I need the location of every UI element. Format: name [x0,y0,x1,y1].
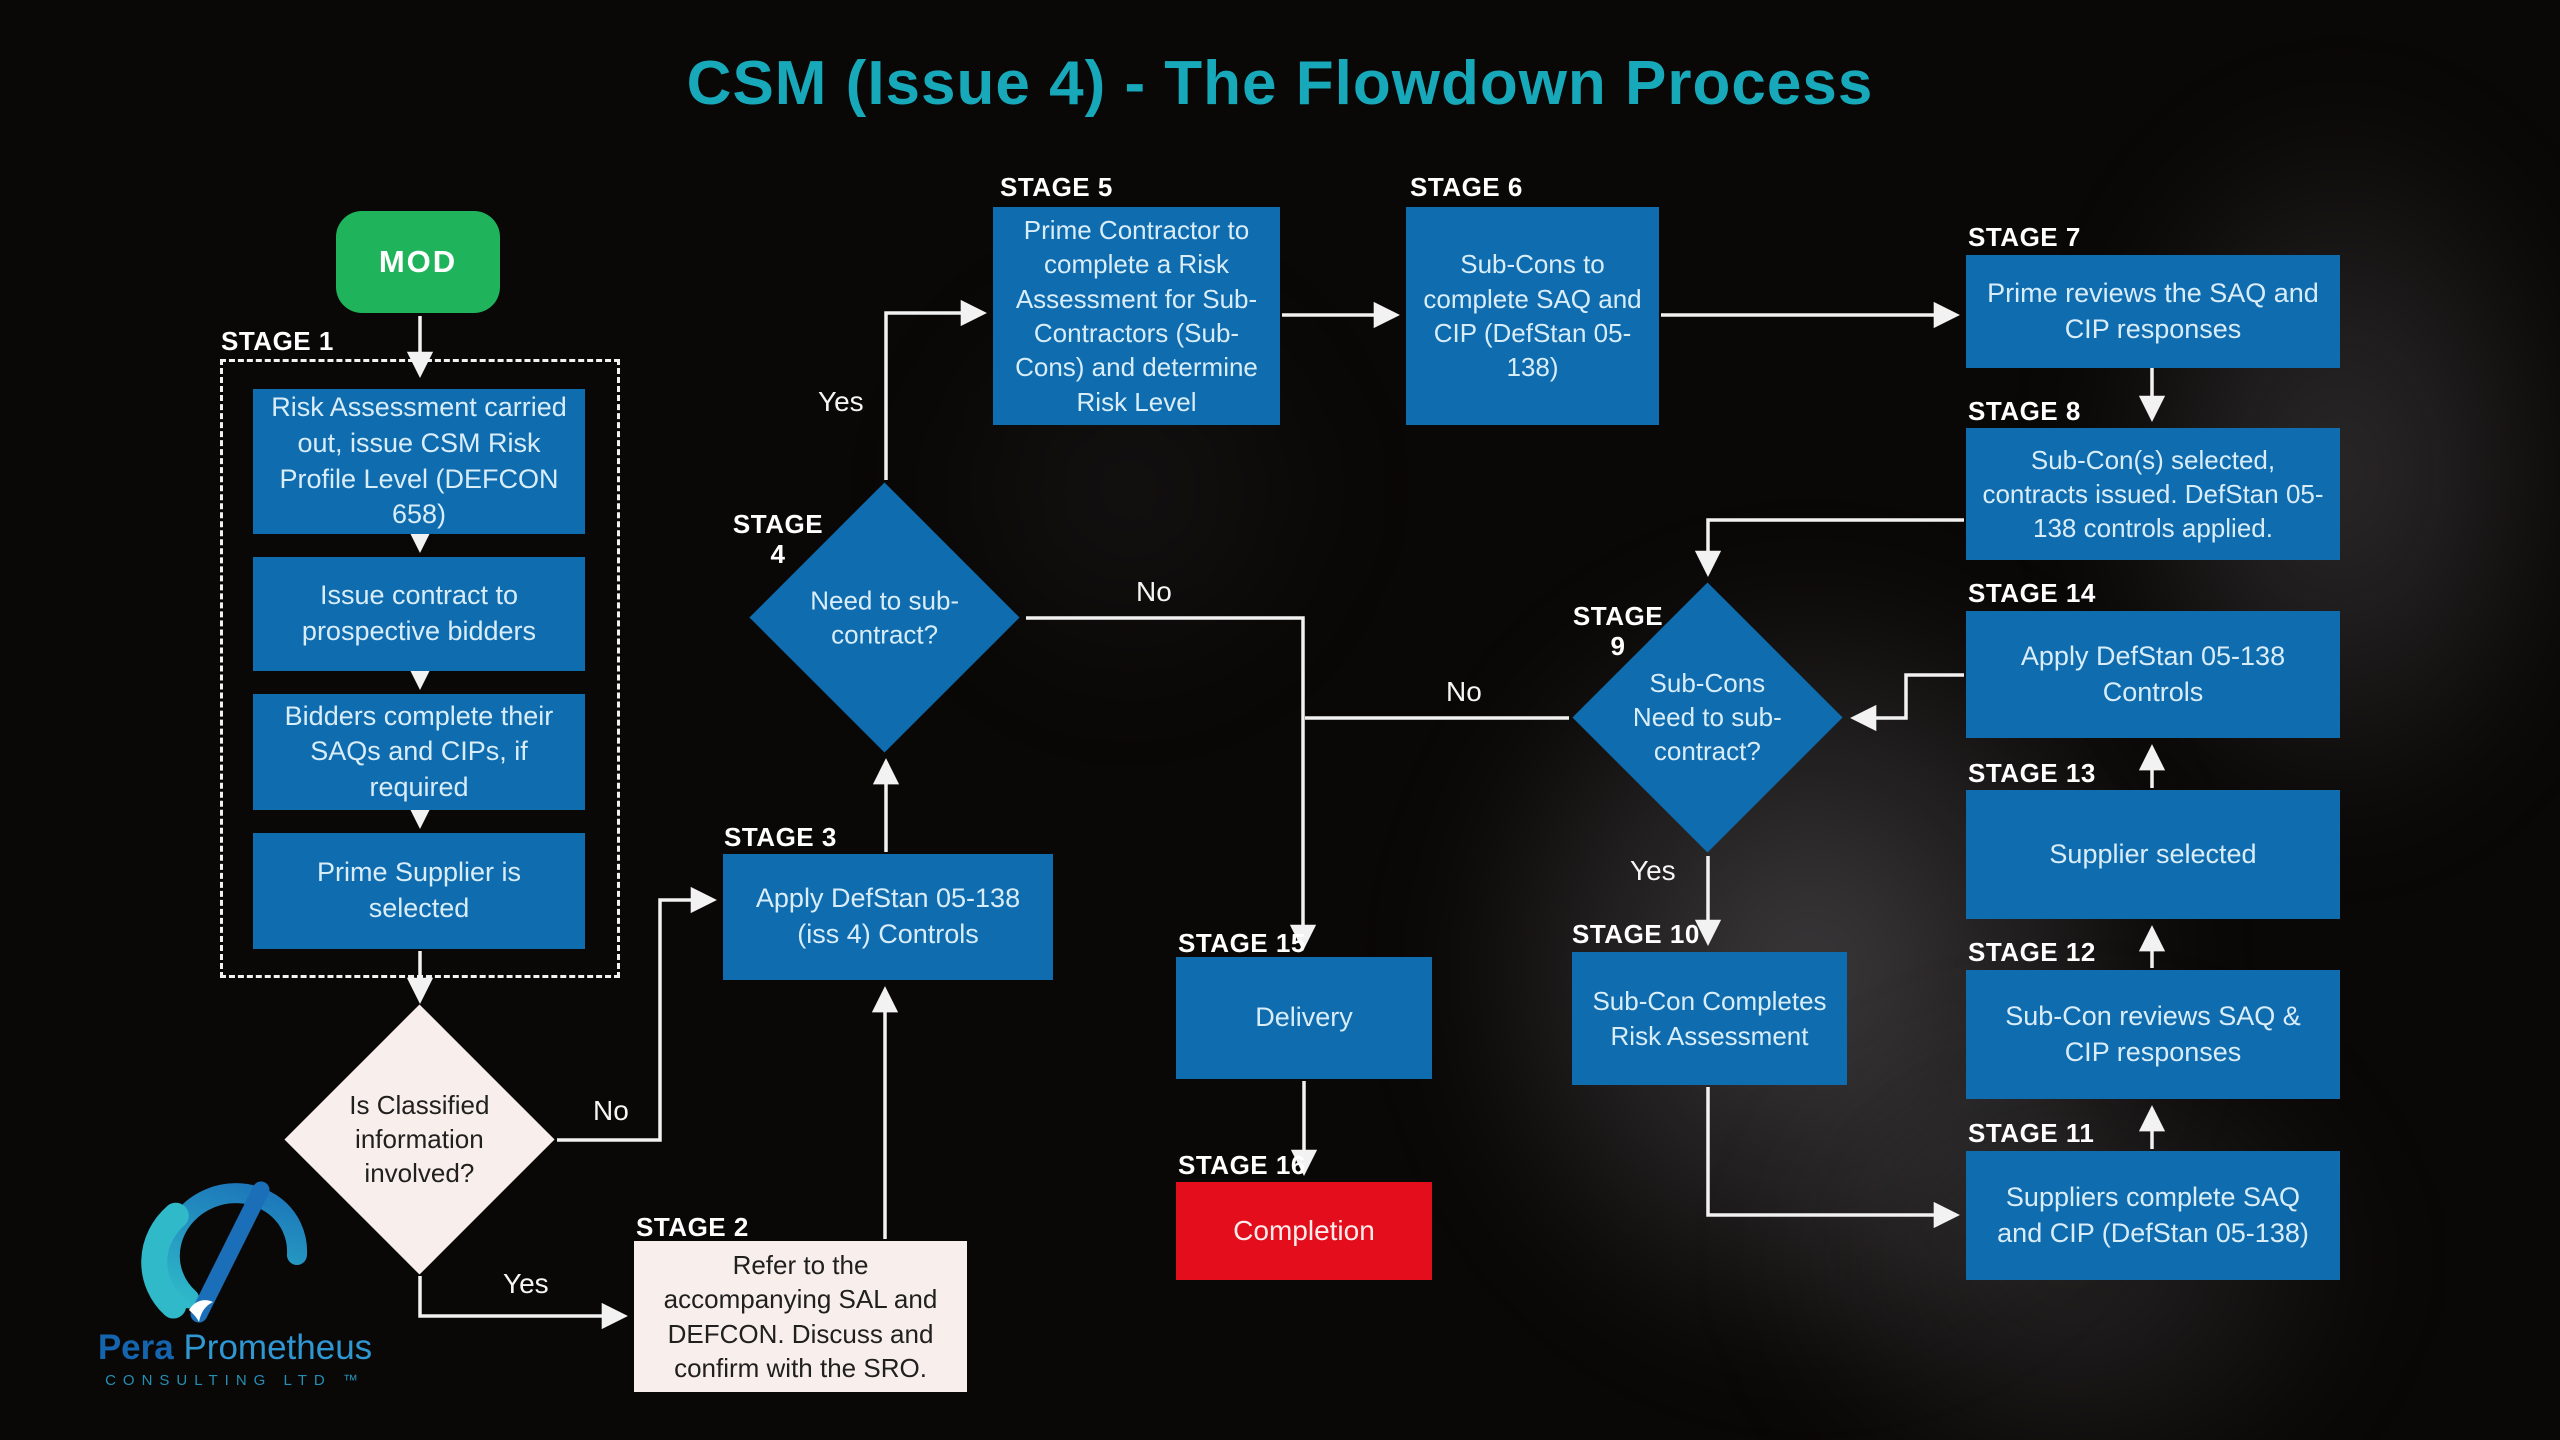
stage4-yes-label: Yes [818,386,864,417]
stage16-label: STAGE 16 [1178,1150,1306,1180]
classified-yes-label: Yes [503,1268,549,1299]
node-stage2-refer-sal-defcon: Refer to the accompanying SAL and DEFCON… [634,1241,967,1392]
node-mod: MOD [336,211,500,313]
stage1-step-bidders-complete: Bidders complete their SAQs and CIPs, if… [253,694,585,810]
edge-stage4-yes [884,299,987,480]
classified-no-label: No [593,1095,629,1126]
edge-stage14-to-stage9 [1850,673,1964,732]
company-logo: Pera Prometheus CONSULTING LTD ™ [70,1180,400,1410]
edge-stage10-to-stage11 [1706,1087,1960,1229]
edge-classified-no [557,886,717,1142]
edge-stage8-to-stage9 [1694,518,1964,577]
stage6-label: STAGE 6 [1410,172,1523,202]
node-stage14-apply-defstan: Apply DefStan 05-138 Controls [1966,611,2340,738]
node-stage11-suppliers-complete: Suppliers complete SAQ and CIP (DefStan … [1966,1151,2340,1280]
decision-classified-info-text: Is Classified information involved? [349,1089,490,1188]
node-stage15-delivery: Delivery [1176,957,1432,1079]
stage14-label: STAGE 14 [1968,578,2096,608]
stage15-label: STAGE 15 [1178,928,1306,958]
stage10-label: STAGE 10 [1572,919,1700,949]
stage1-label: STAGE 1 [221,326,334,356]
stage5-label: STAGE 5 [1000,172,1113,202]
logo-subtitle: CONSULTING LTD ™ [105,1372,365,1389]
stage4-label: STAGE 4 [732,509,824,569]
company-logo-mark [141,1181,308,1323]
stage4-no-label: No [1136,576,1172,607]
node-stage13-supplier-selected: Supplier selected [1966,790,2340,919]
stage1-step-risk-assessment: Risk Assessment carried out, issue CSM R… [253,389,585,534]
stage8-label: STAGE 8 [1968,396,2081,426]
stage11-label: STAGE 11 [1968,1118,2095,1148]
stage9-no-label: No [1446,676,1482,707]
stage3-label: STAGE 3 [724,822,837,852]
edge-stage4-no [1026,616,1317,951]
stage7-label: STAGE 7 [1968,222,2081,252]
stage12-label: STAGE 12 [1968,937,2096,967]
decision-subcons-need-subcontract-text: Sub-Cons Need to sub-contract? [1633,667,1782,766]
logo-name-rest: Prometheus [173,1328,373,1367]
stage9-label: STAGE 9 [1572,601,1664,661]
stage13-label: STAGE 13 [1968,758,2096,788]
stage1-step-prime-selected: Prime Supplier is selected [253,833,585,949]
company-logo-text: Pera Prometheus CONSULTING LTD ™ [70,1328,400,1389]
node-stage16-completion: Completion [1176,1182,1432,1280]
node-stage8-subcons-selected: Sub-Con(s) selected, contracts issued. D… [1966,428,2340,560]
stage1-step-issue-contract: Issue contract to prospective bidders [253,557,585,671]
stage2-label: STAGE 2 [636,1212,749,1242]
page-title: CSM (Issue 4) - The Flowdown Process [686,49,1874,118]
node-stage10-subcon-risk-assessment: Sub-Con Completes Risk Assessment [1572,952,1847,1085]
edge-classified-yes [418,1276,628,1330]
node-stage12-subcon-reviews: Sub-Con reviews SAQ & CIP responses [1966,970,2340,1099]
node-stage6-subcons-saq-cip: Sub-Cons to complete SAQ and CIP (DefSta… [1406,207,1659,425]
logo-name-bold: Pera [97,1328,174,1367]
node-stage7-prime-reviews: Prime reviews the SAQ and CIP responses [1966,255,2340,368]
node-stage5-prime-risk-assessment: Prime Contractor to complete a Risk Asse… [993,207,1280,425]
node-stage3-apply-defstan: Apply DefStan 05-138 (iss 4) Controls [723,854,1053,980]
decision-need-to-subcontract-text: Need to sub-contract? [810,584,959,649]
stage9-yes-label: Yes [1630,855,1676,886]
